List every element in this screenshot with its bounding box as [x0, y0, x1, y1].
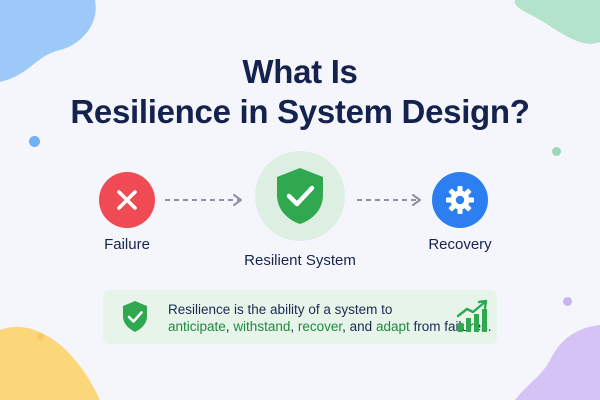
definition-text: Resilience is the ability of a system to…	[168, 301, 492, 335]
title-line-2: Resilience in System Design?	[70, 93, 530, 130]
arrow-failure-to-resilient	[165, 194, 242, 206]
keyword-withstand: withstand	[233, 319, 291, 334]
title-line-1: What Is	[242, 53, 358, 90]
resilient-system-node	[255, 151, 345, 241]
blue-blob-decoration	[0, 0, 96, 82]
keyword-recover: recover	[297, 319, 343, 334]
definition-line-2: anticipate, withstand, recover, and adap…	[168, 319, 492, 334]
green-blob-decoration	[514, 0, 600, 44]
failure-node	[99, 172, 155, 228]
keyword-adapt: adapt	[375, 319, 410, 334]
shield-check-icon	[123, 301, 147, 332]
resilient-system-label: Resilient System	[244, 252, 356, 269]
recovery-node	[432, 172, 488, 228]
dot-decoration	[29, 136, 40, 147]
growth-chart-icon	[456, 299, 488, 332]
definition-box: Resilience is the ability of a system to…	[103, 290, 497, 344]
keyword-anticipate: anticipate	[168, 319, 226, 334]
definition-line-1: Resilience is the ability of a system to	[168, 302, 393, 317]
dot-decoration	[552, 147, 561, 156]
purple-blob-decoration	[515, 325, 600, 400]
shield-check-icon	[277, 168, 323, 224]
x-icon	[117, 190, 137, 210]
arrow-resilient-to-recovery	[357, 194, 421, 206]
dot-decoration	[563, 297, 572, 306]
dot-decoration	[37, 333, 44, 340]
failure-label: Failure	[104, 236, 150, 253]
recovery-label: Recovery	[428, 236, 492, 253]
yellow-blob-decoration	[0, 326, 100, 400]
gear-icon	[446, 186, 474, 214]
page-title: What Is Resilience in System Design?	[0, 52, 600, 132]
